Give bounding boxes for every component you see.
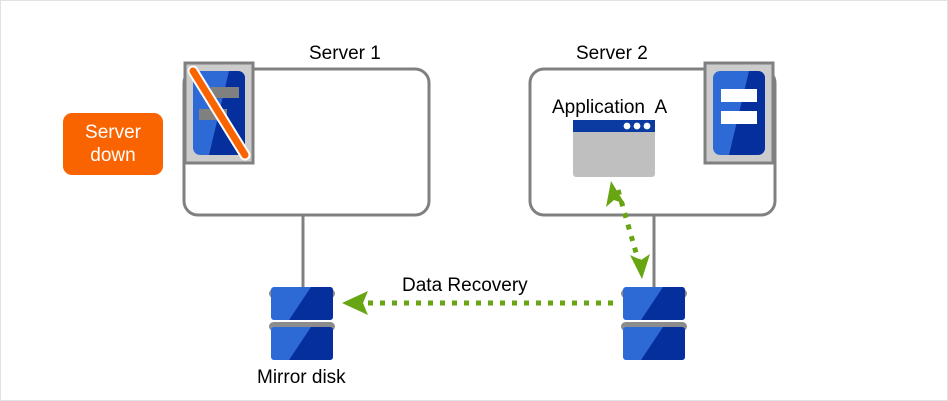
data-recovery-label: Data Recovery	[402, 275, 528, 296]
window-dot-3	[643, 122, 651, 130]
page-title-server1: Server 1	[309, 43, 381, 64]
application-window-icon	[573, 120, 655, 177]
arrow-left-dotted-icon	[342, 291, 613, 315]
primary-disk-icon	[621, 287, 687, 360]
server-icon-bar-top-2	[721, 89, 757, 102]
window-dot-2	[633, 122, 641, 130]
application-a-label: Application A	[552, 97, 668, 118]
page-title-server2: Server 2	[576, 43, 648, 64]
server-icon-bar-bottom	[199, 109, 227, 120]
server-icon-bar-bottom-2	[721, 111, 757, 124]
mirror-disk-icon	[269, 287, 335, 360]
server-icon-down	[183, 61, 255, 165]
status-badge-line-2: down	[90, 145, 136, 166]
status-badge-line-1: Server	[85, 122, 141, 143]
server-icon-active	[703, 61, 775, 165]
server-icon-bar-top	[211, 87, 239, 98]
window-dot-1	[623, 122, 631, 130]
mirror-disk-label: Mirror disk	[257, 367, 346, 388]
arrow-double-dotted-icon	[606, 181, 650, 279]
server-down-slash	[189, 67, 249, 159]
status-badge-server-down: Server down	[63, 113, 163, 175]
